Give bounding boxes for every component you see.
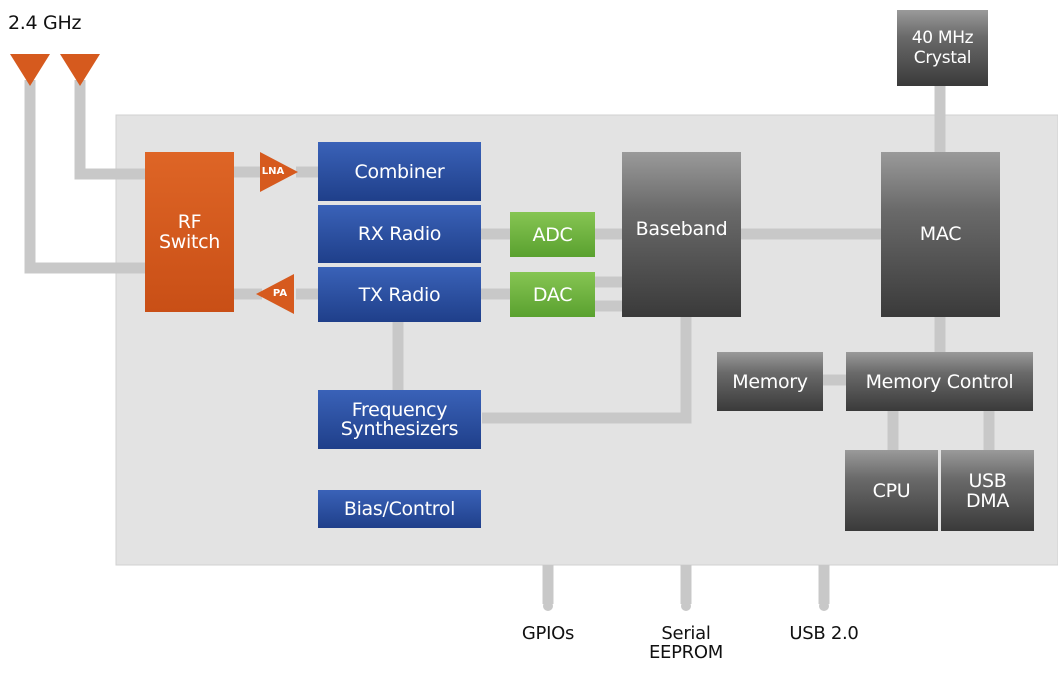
cpu-block	[845, 450, 938, 531]
pin-gpios	[543, 601, 553, 611]
gpios-label: GPIOs	[521, 623, 575, 644]
pin-usb	[819, 601, 829, 611]
mac-block	[881, 152, 1000, 317]
pin-serial-eeprom	[681, 601, 691, 611]
frequency-synthesizers-label: Frequency Synthesizers	[340, 398, 459, 440]
memory-control-block	[846, 352, 1033, 411]
serial-eeprom-label: Serial EEPROM	[648, 623, 723, 663]
rf-switch-block	[145, 152, 234, 312]
usb-label: USB 2.0	[789, 623, 859, 644]
crystal-block	[897, 10, 988, 86]
dac-label: DAC	[532, 283, 573, 306]
usb-dma-block	[941, 450, 1034, 531]
bias-control-block	[318, 490, 481, 528]
frequency-synthesizers-block	[318, 390, 481, 449]
memory-block	[717, 352, 823, 411]
wire-synth-to-baseband	[482, 316, 692, 424]
baseband-block	[622, 152, 741, 317]
rx-radio-label: RX Radio	[357, 223, 442, 245]
lna-amplifier-icon	[260, 152, 298, 192]
mac-label: MAC	[919, 223, 962, 245]
antenna-frequency-label: 2.4 GHz	[8, 12, 82, 34]
tx-radio-label: TX Radio	[358, 283, 441, 306]
adc-label: ADC	[532, 223, 573, 246]
rf-switch-label: RF Switch	[158, 211, 221, 253]
baseband-label: Baseband	[635, 218, 728, 240]
adc-block	[510, 212, 595, 257]
rx-radio-block	[318, 205, 481, 263]
cpu-label: CPU	[872, 479, 911, 502]
wire-antenna-1-to-switch	[24, 80, 148, 274]
pa-amplifier-icon	[256, 274, 294, 314]
dac-block	[510, 272, 595, 317]
memory-label: Memory	[732, 370, 808, 393]
lna-label: LNA	[261, 166, 285, 177]
memory-control-label: Memory Control	[865, 370, 1014, 393]
wires	[24, 80, 995, 604]
combiner-label: Combiner	[354, 160, 445, 183]
antenna-icon	[60, 54, 100, 86]
bias-control-label: Bias/Control	[343, 498, 456, 520]
tx-radio-block	[318, 267, 481, 322]
usb-dma-label: USB DMA	[965, 469, 1010, 512]
antenna-icon	[10, 54, 50, 86]
combiner-block	[318, 142, 481, 201]
pa-label: PA	[272, 288, 288, 299]
wire-antenna-2-to-switch	[74, 80, 148, 180]
crystal-label: 40 MHz Crystal	[911, 28, 974, 68]
